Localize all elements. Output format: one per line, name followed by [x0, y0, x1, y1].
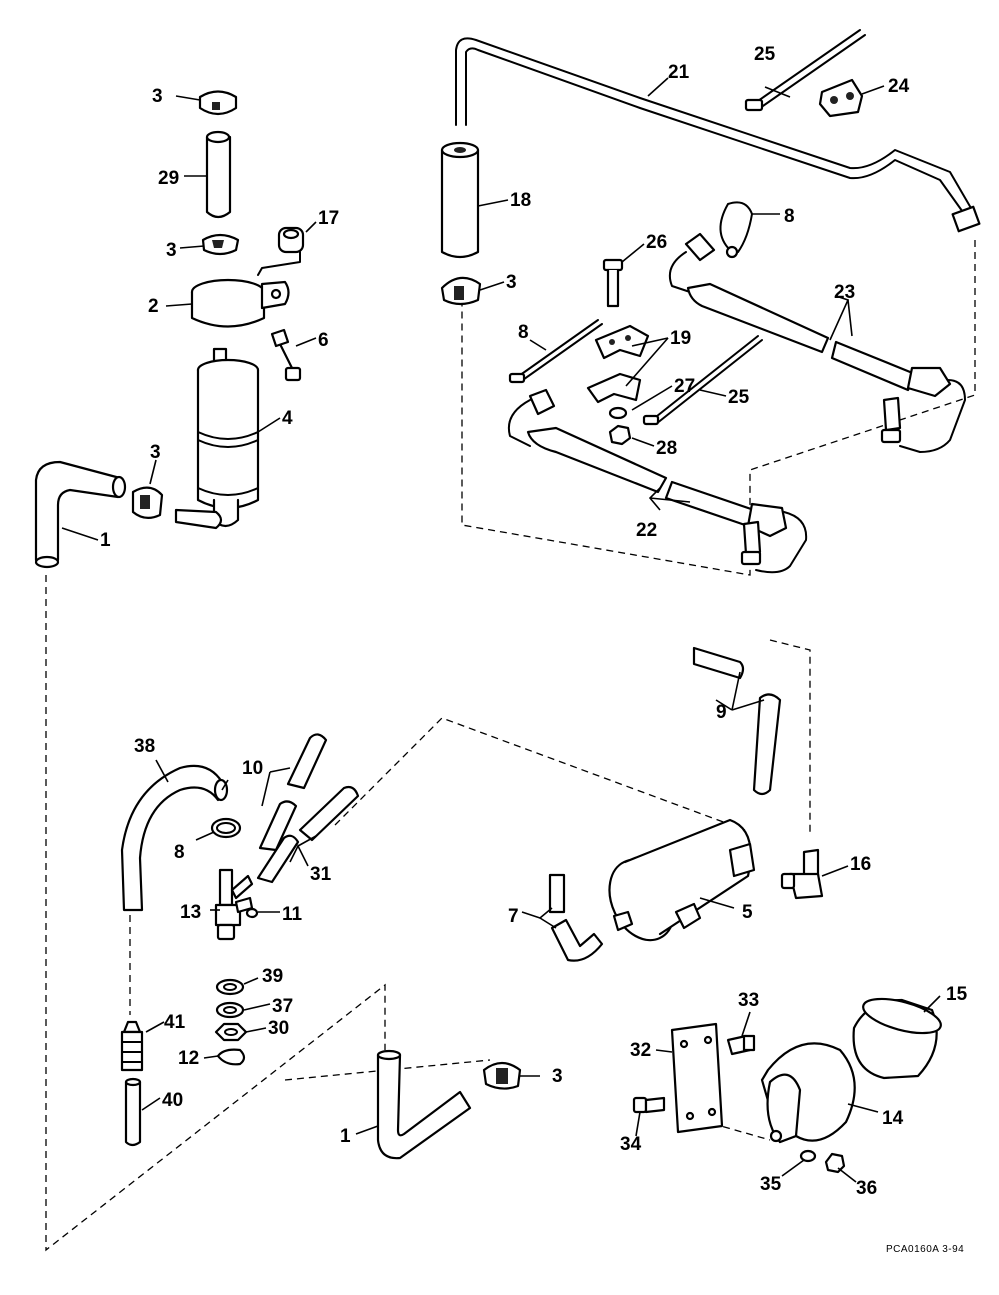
callout-7: 7 [508, 906, 519, 927]
callout-4: 4 [282, 408, 293, 429]
callout-6: 6 [318, 330, 329, 351]
hose-1-bottom [376, 1049, 472, 1160]
callout-16: 16 [850, 854, 871, 875]
clamp-3-mid [201, 233, 240, 256]
clamp-ring-8-low [210, 817, 242, 839]
callout-3: 3 [152, 86, 163, 107]
fuel-filter-5 [608, 818, 756, 942]
fuel-line-22 [508, 388, 808, 574]
callout-8: 8 [784, 206, 795, 227]
tie-strap-25-mid [642, 335, 763, 426]
hoses-9 [692, 646, 782, 796]
callout-28: 28 [656, 438, 677, 459]
clamp-3-top [198, 90, 238, 116]
callout-33: 33 [738, 990, 759, 1011]
callout-30: 30 [268, 1018, 289, 1039]
callout-18: 18 [510, 190, 531, 211]
callout-15: 15 [946, 984, 968, 1005]
fitting-16 [780, 848, 824, 900]
nut-30 [214, 1022, 248, 1042]
callout-23: 23 [834, 282, 855, 303]
callout-5: 5 [742, 902, 753, 923]
callout-labels: 3 29 3 17 2 6 4 3 1 25 21 24 18 3 8 26 2… [100, 44, 968, 1199]
callout-35: 35 [760, 1174, 782, 1195]
callout-39: 39 [262, 966, 283, 987]
washer-12 [216, 1048, 246, 1066]
clamp-3-hose [131, 486, 164, 519]
sleeve-15 [852, 997, 942, 1080]
bolt-26 [602, 258, 624, 308]
callout-1: 1 [100, 530, 111, 551]
hose-38 [120, 764, 229, 912]
hoses-31 [256, 785, 360, 884]
callout-3: 3 [150, 442, 161, 463]
plate-32 [670, 1022, 724, 1134]
callout-38: 38 [134, 736, 155, 757]
callout-29: 29 [158, 168, 179, 189]
callout-8: 8 [518, 322, 529, 343]
callout-19: 19 [670, 328, 691, 349]
callout-31: 31 [310, 864, 332, 885]
callout-34: 34 [620, 1134, 642, 1155]
hoses-10 [258, 733, 328, 852]
hose-1-top [34, 460, 127, 569]
callout-9: 9 [716, 702, 727, 723]
washer-35 [799, 1149, 817, 1163]
washer-27 [608, 406, 628, 420]
callout-24: 24 [888, 76, 910, 97]
clamp-3-bottom [482, 1061, 522, 1090]
hose-18 [440, 141, 480, 259]
reference-code: PCA0160A 3-94 [886, 1244, 964, 1255]
callout-3: 3 [552, 1066, 563, 1087]
grommet-24 [818, 78, 864, 118]
callout-22: 22 [636, 520, 657, 541]
callout-14: 14 [882, 1108, 904, 1129]
nut-28 [608, 424, 632, 446]
callout-8: 8 [174, 842, 185, 863]
callout-3: 3 [166, 240, 177, 261]
bracket-14 [760, 1042, 856, 1144]
bracket-2 [190, 251, 301, 328]
callout-41: 41 [164, 1012, 186, 1033]
callout-11: 11 [282, 904, 303, 925]
callout-17: 17 [318, 208, 339, 229]
nut-36 [824, 1152, 846, 1174]
hose-29 [205, 130, 232, 219]
callout-27: 27 [674, 376, 695, 397]
callout-25: 25 [728, 387, 750, 408]
callout-3: 3 [506, 272, 517, 293]
fuel-filter-4 [174, 347, 260, 530]
bolt-33 [726, 1034, 756, 1056]
callout-1: 1 [340, 1126, 351, 1147]
leader-lines [61, 77, 941, 1183]
fitting-41 [120, 1020, 144, 1072]
washer-37 [215, 1001, 245, 1019]
hoses-7 [548, 873, 604, 962]
washer-39 [215, 978, 245, 996]
callout-2: 2 [148, 296, 159, 317]
fuel-line-23 [668, 232, 966, 453]
tie-strap-8-mid [508, 319, 603, 384]
clamp-3-right [440, 276, 482, 306]
callout-32: 32 [630, 1040, 651, 1061]
grommet-17 [277, 226, 305, 254]
callout-37: 37 [272, 996, 293, 1017]
callout-12: 12 [178, 1048, 199, 1069]
hose-40 [124, 1077, 142, 1147]
callout-40: 40 [162, 1090, 183, 1111]
bolt-6 [270, 328, 302, 382]
callout-10: 10 [242, 758, 263, 779]
callout-26: 26 [646, 232, 667, 253]
callout-13: 13 [180, 902, 201, 923]
callout-25: 25 [754, 44, 776, 65]
clamp-ring-8-top [719, 201, 753, 259]
bolt-34 [632, 1096, 666, 1114]
callout-36: 36 [856, 1178, 877, 1199]
fuel-line-21 [455, 37, 981, 233]
clamp-19 [586, 324, 650, 404]
callout-21: 21 [668, 62, 690, 83]
fitting-13 [214, 868, 259, 941]
